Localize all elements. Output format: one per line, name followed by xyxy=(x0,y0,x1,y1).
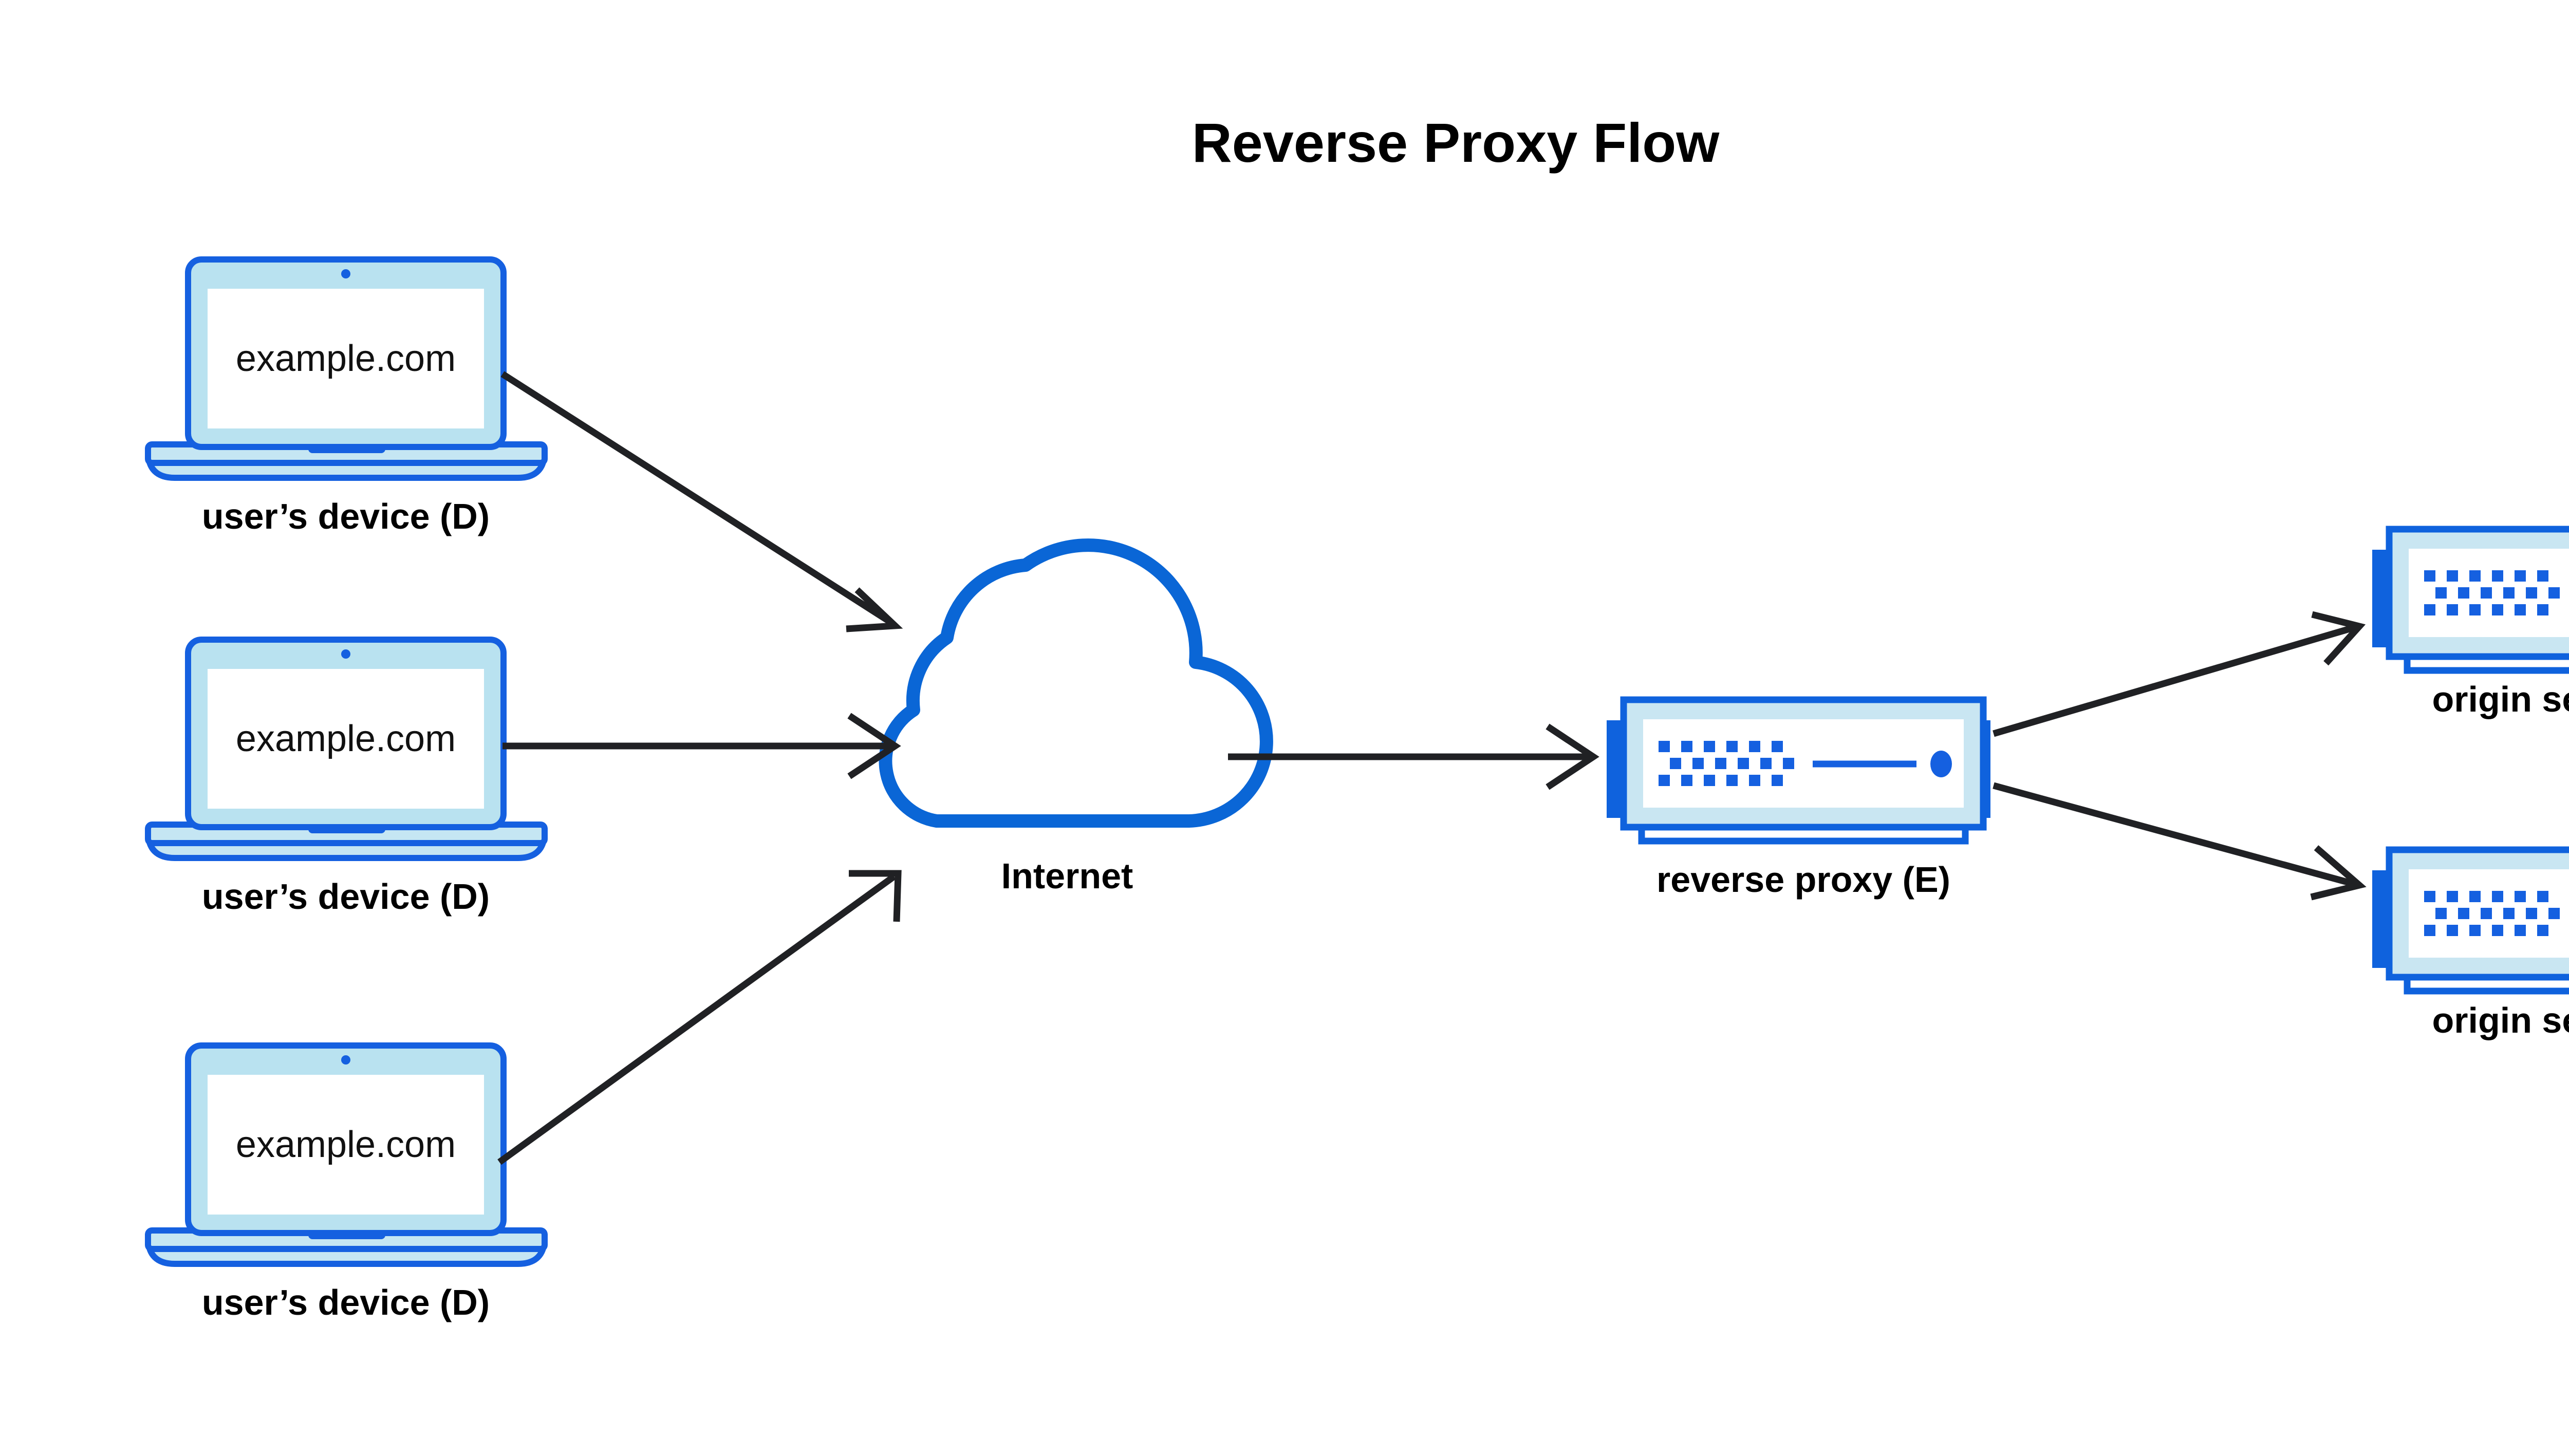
node-label-user-device-bottom: user’s device (D) xyxy=(202,1282,490,1322)
node-label-user-device-middle: user’s device (D) xyxy=(202,876,490,917)
laptop-screen xyxy=(208,669,484,809)
edge-device-top-internet xyxy=(500,371,903,632)
node-label-internet: Internet xyxy=(1001,856,1133,896)
edge-proxy-origin-bottom xyxy=(1993,782,2367,901)
laptop-camera-icon xyxy=(341,1055,350,1065)
server-led-grid xyxy=(1659,741,1794,786)
server-led-grid xyxy=(2424,891,2560,936)
node-user-device-bottom[interactable]: example.com user’s device (D) xyxy=(144,1042,548,1322)
node-label-reverse-proxy: reverse proxy (E) xyxy=(1656,860,1950,900)
page-title: Reverse Proxy Flow xyxy=(1192,111,1720,174)
server-power-indicator xyxy=(1930,751,1952,777)
node-reverse-proxy[interactable]: reverse proxy (E) xyxy=(1607,696,1990,900)
server-led-grid xyxy=(2424,570,2560,615)
laptop-screen-url-text: example.com xyxy=(236,1124,456,1165)
edge-device-bottom-internet xyxy=(497,870,902,1165)
node-internet-cloud[interactable]: Internet xyxy=(879,538,1273,896)
laptop-screen-url-text: example.com xyxy=(236,338,456,379)
edge-device-middle-internet xyxy=(502,713,901,779)
cloud-icon xyxy=(879,538,1273,828)
node-origin-server-top[interactable]: origin server (F) xyxy=(2372,526,2569,719)
node-label-origin-server-bottom: origin server (F) xyxy=(2432,1000,2569,1040)
laptop-screen xyxy=(208,1075,484,1215)
laptop-screen-url-text: example.com xyxy=(236,718,456,759)
laptop-screen xyxy=(208,289,484,428)
node-user-device-top[interactable]: example.com user’s device (D) xyxy=(144,256,548,536)
edge-internet-proxy xyxy=(1228,723,1599,790)
node-label-user-device-top: user’s device (D) xyxy=(202,496,490,536)
laptop-camera-icon xyxy=(341,649,350,659)
laptop-camera-icon xyxy=(341,269,350,278)
node-label-origin-server-top: origin server (F) xyxy=(2432,679,2569,719)
node-origin-server-bottom[interactable]: origin server (F) xyxy=(2372,846,2569,1040)
node-user-device-middle[interactable]: example.com user’s device (D) xyxy=(144,637,548,917)
edge-proxy-origin-top xyxy=(1993,611,2366,737)
